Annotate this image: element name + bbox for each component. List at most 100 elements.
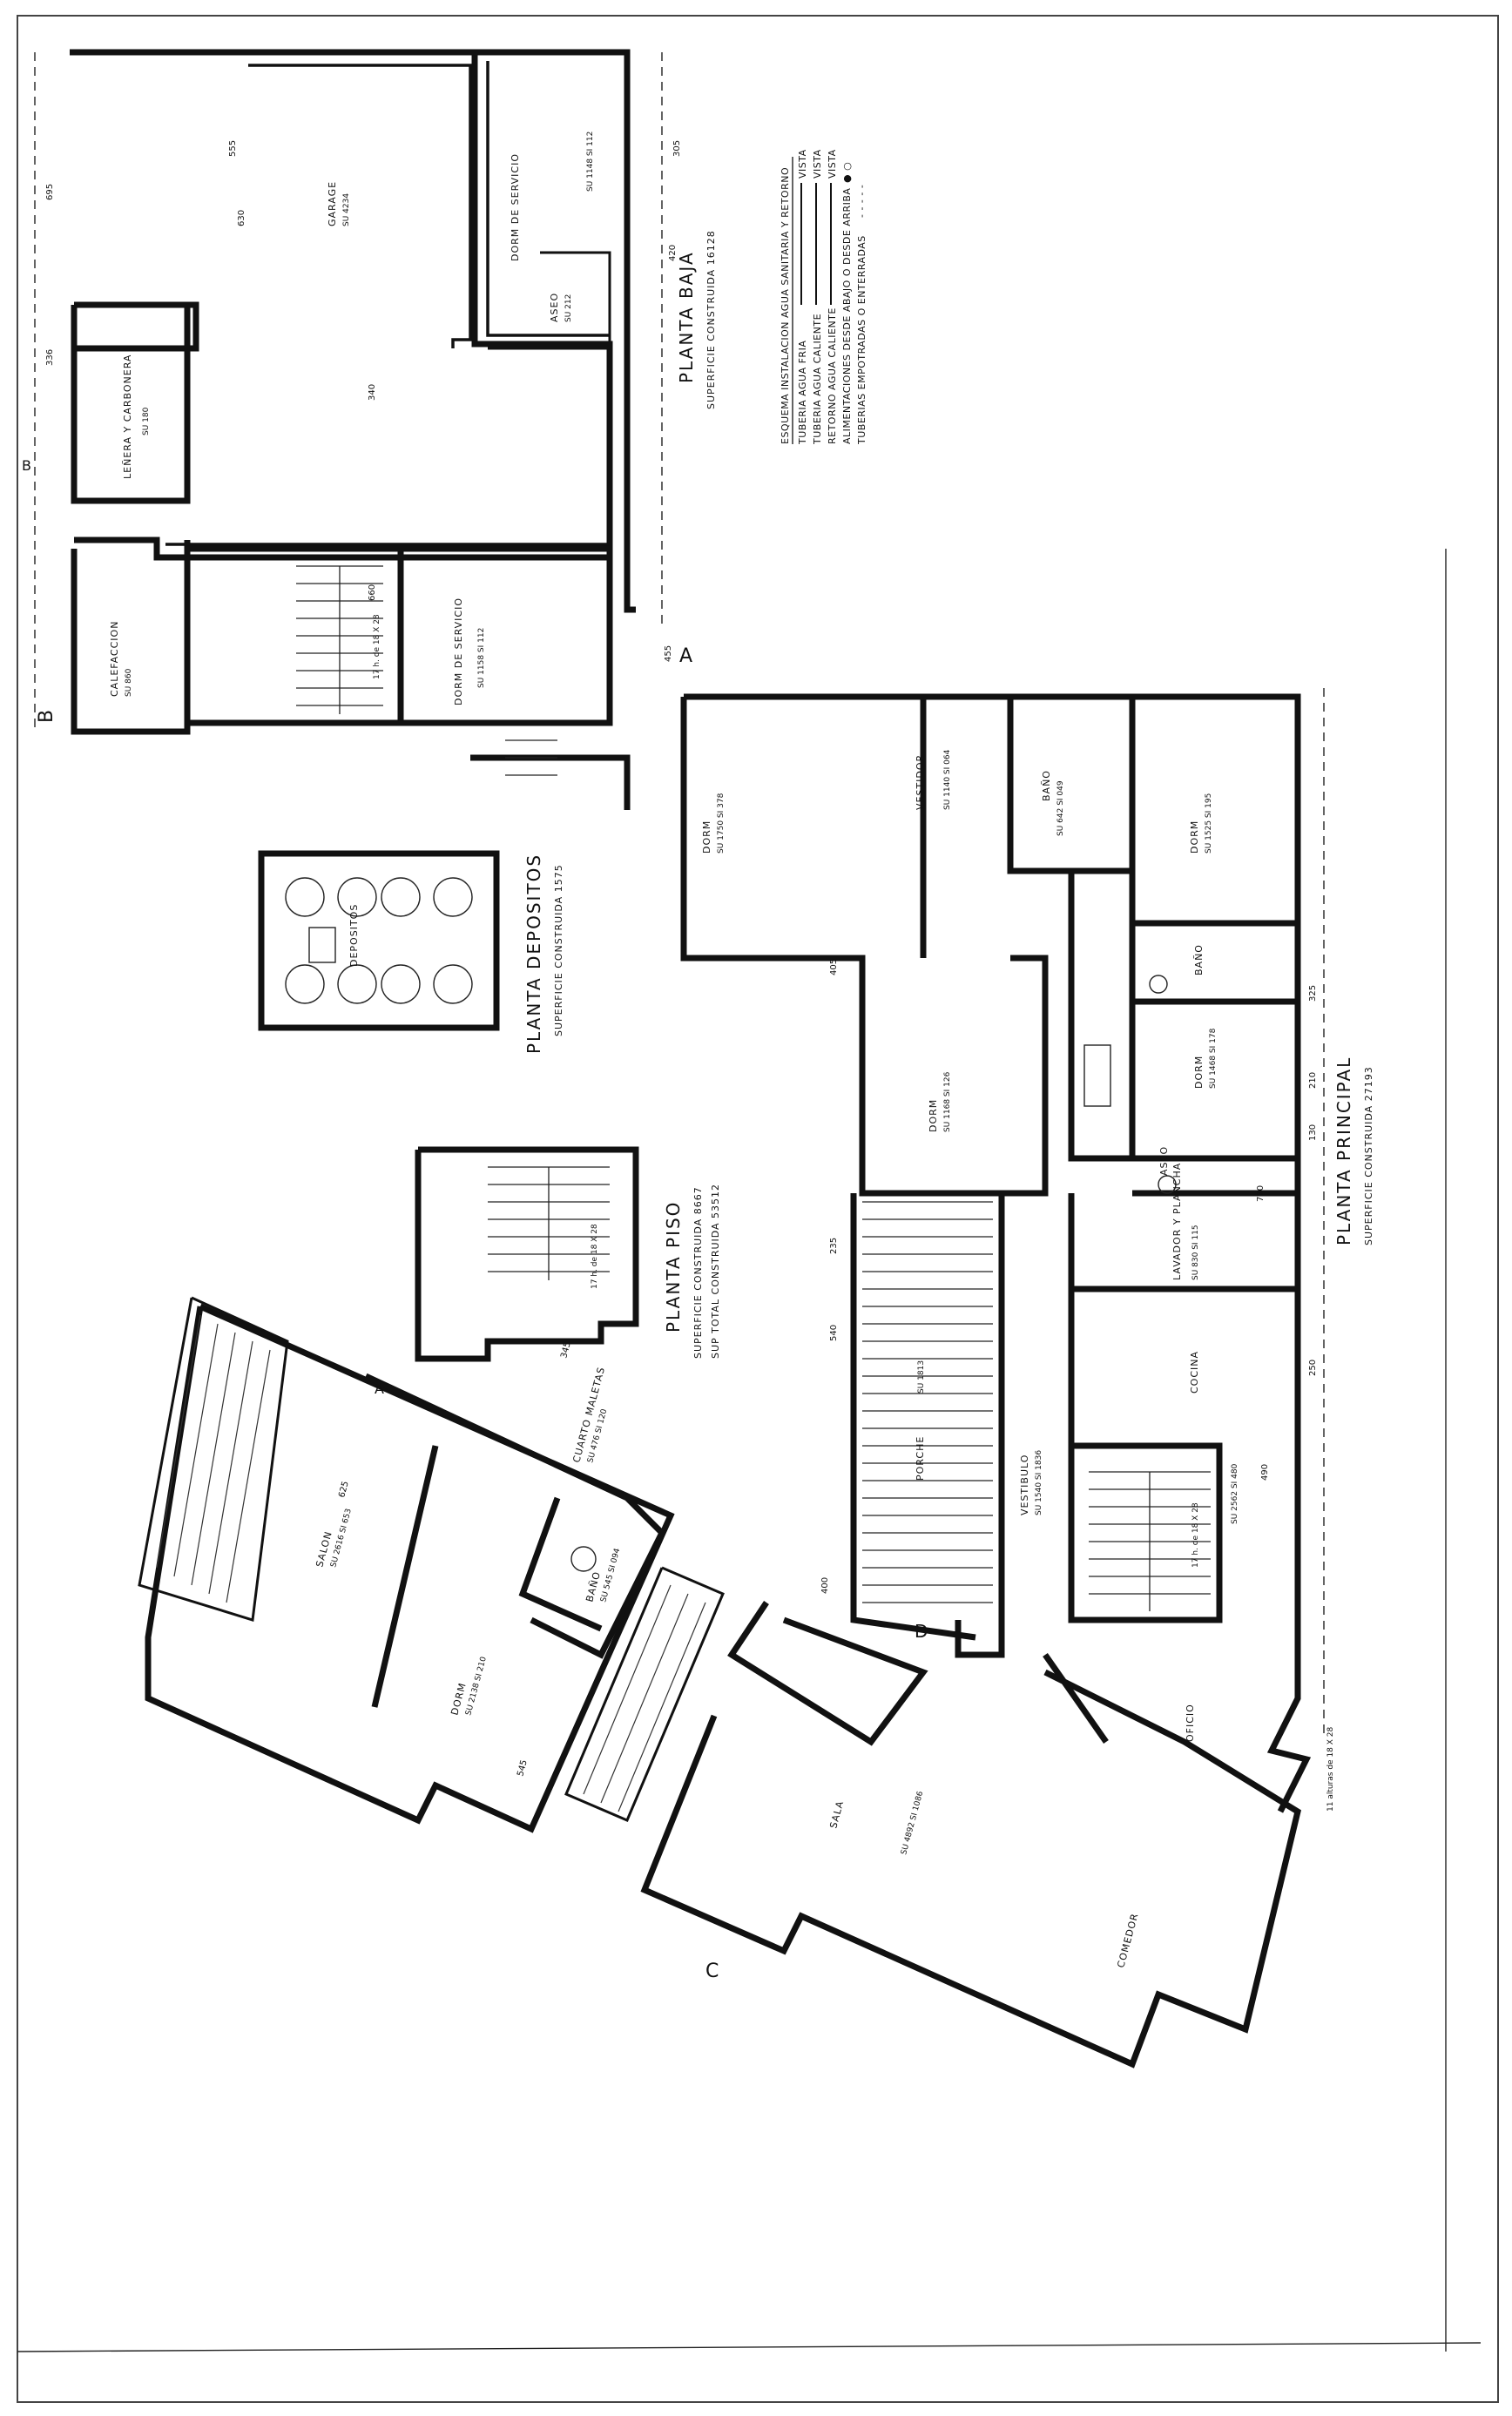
section-mark: A (375, 1380, 384, 1397)
svg-text:TUBERIA AGUA CALIENTE: TUBERIA AGUA CALIENTE (812, 314, 823, 445)
planta-piso (138, 1146, 725, 1833)
svg-text:TUBERIAS EMPOTRADAS O ENTERRAD: TUBERIAS EMPOTRADAS O ENTERRADAS (856, 235, 867, 445)
room-name: BAÑO (1041, 770, 1052, 801)
wc-fixture (1158, 1175, 1177, 1194)
dim-text: 130 (1308, 1124, 1318, 1141)
section-mark: C (705, 1960, 719, 1982)
dim-text: 325 (1308, 985, 1318, 1002)
room-name: SALA (827, 1799, 846, 1830)
room-stat: SU 1540 SI 1836 (1035, 1450, 1043, 1515)
dim-text: 405 (829, 959, 839, 975)
planta-principal (640, 688, 1325, 2068)
room-stat: SU 642 SI 049 (1056, 780, 1065, 836)
pipe-run (486, 61, 610, 337)
room-name: DORM (1189, 820, 1200, 854)
section-marks: A A B B C D (22, 457, 928, 1982)
dim-text: 455 (664, 645, 673, 662)
svg-text:ALIMENTACIONES DESDE ABAJO O D: ALIMENTACIONES DESDE ABAJO O DESDE ARRIB… (841, 188, 853, 444)
room-name: GARAGE (327, 181, 338, 226)
room-stat: SU 2138 SI 210 (464, 1656, 489, 1717)
section-mark: D (915, 1621, 928, 1642)
stair-labels: 17 h. de 18 X 28 17 h. de 18 X 28 17 h. … (373, 614, 1335, 1812)
room-name: PORCHE (915, 1436, 926, 1481)
room-stat: SU 1148 SI 112 (586, 132, 595, 192)
balcony-hatch (138, 1296, 725, 1822)
section-mark: B (22, 457, 31, 474)
dim-text: 345 (559, 1340, 573, 1359)
dim-text: 400 (820, 1577, 830, 1594)
dim-text: 336 (45, 349, 55, 366)
dim-text: 210 (1308, 1072, 1318, 1089)
room-stat: SU 1140 SI 064 (943, 749, 952, 810)
room-stat: SU 212 (564, 294, 573, 322)
room-name: ASEO (1158, 1146, 1170, 1176)
room-stat: SU 830 SI 115 (1191, 1225, 1200, 1280)
legend: ESQUEMA INSTALACION AGUA SANITARIA Y RET… (780, 149, 867, 445)
legend-item: TUBERIA AGUA FRIA VISTA (797, 149, 808, 445)
room-name: DORM DE SERVICIO (510, 153, 521, 261)
surface-planta-piso: SUPERFICIE CONSTRUIDA 8667 (692, 1186, 704, 1359)
sheet-fold-line (17, 2342, 1482, 2352)
title-planta-principal: PLANTA PRINCIPAL (1333, 1056, 1354, 1245)
svg-text:VISTA: VISTA (812, 149, 823, 179)
porche-steps (862, 1201, 993, 1603)
svg-text:VISTA: VISTA (827, 149, 838, 179)
wardrobe (1083, 1044, 1111, 1107)
surface-planta-baja: SUPERFICIE CONSTRUIDA 16128 (705, 230, 717, 409)
surface-planta-principal: SUPERFICIE CONSTRUIDA 27193 (1363, 1066, 1374, 1245)
dim-text: 490 (1260, 1464, 1270, 1481)
room-name: OFICIO (1185, 1704, 1196, 1742)
wc-fixture (570, 1546, 597, 1572)
planta-baja (34, 49, 663, 810)
sheet-border (17, 15, 1499, 2403)
wc-fixture (1149, 975, 1168, 994)
room-name: DORM (1193, 1056, 1205, 1089)
room-stat: SU 1813 (917, 1360, 926, 1394)
svg-text:● ○: ● ○ (841, 162, 853, 183)
legend-item: ALIMENTACIONES DESDE ABAJO O DESDE ARRIB… (841, 162, 853, 444)
dim-text: 340 (368, 384, 377, 401)
room-stat: SU 1468 SI 178 (1209, 1028, 1218, 1089)
surface-planta-depositos: SUPERFICIE CONSTRUIDA 1575 (553, 864, 564, 1036)
room-name: DEPOSITOS (348, 904, 360, 967)
legend-item: TUBERIAS EMPOTRADAS O ENTERRADAS - - - -… (856, 185, 867, 445)
svg-text:TUBERIA AGUA FRIA: TUBERIA AGUA FRIA (797, 341, 808, 445)
room-name: DORM (701, 820, 712, 854)
planta-depositos (258, 850, 500, 1031)
room-name: DORM (928, 1099, 939, 1132)
dim-text: 250 (1308, 1360, 1318, 1376)
room-stat: SU 545 SI 094 (599, 1547, 622, 1603)
dim-text: 695 (45, 184, 55, 200)
room-name: BAÑO (1193, 944, 1205, 975)
section-mark: B (36, 710, 57, 723)
dim-text: 660 (368, 584, 377, 601)
title-planta-depositos: PLANTA DEPOSITOS (523, 854, 544, 1054)
plan-titles: PLANTA BAJA SUPERFICIE CONSTRUIDA 16128 … (523, 230, 1374, 1359)
stair-label: 17 h. de 18 X 28 (591, 1224, 599, 1289)
title-planta-piso: PLANTA PISO (663, 1201, 684, 1333)
total-surface-planta-piso: SUP TOTAL CONSTRUIDA 53512 (710, 1184, 721, 1359)
dim-text: 235 (829, 1238, 839, 1254)
room-stat: SU 2562 SI 480 (1231, 1463, 1239, 1524)
room-stat: SU 4234 (342, 193, 351, 226)
legend-heading: ESQUEMA INSTALACION AGUA SANITARIA Y RET… (780, 167, 791, 444)
svg-text:VISTA: VISTA (797, 149, 808, 179)
dim-text: 420 (668, 245, 678, 261)
room-name: ASEO (549, 293, 560, 322)
dim-text: 630 (237, 210, 246, 226)
dim-text: 545 (516, 1758, 530, 1777)
dim-text: 625 (337, 1480, 351, 1498)
legend-item: TUBERIA AGUA CALIENTE VISTA (812, 149, 823, 445)
room-name: COCINA (1189, 1351, 1200, 1394)
room-name: LAVADOR Y PLANCHA (1171, 1163, 1183, 1280)
room-name: CALEFACCION (109, 621, 120, 697)
stair-baja (296, 565, 557, 776)
dim-text: 770 (1256, 1185, 1266, 1202)
legend-item: RETORNO AGUA CALIENTE VISTA (827, 149, 838, 444)
dim-text: 555 (228, 140, 238, 157)
stair-label: 11 alturas de 18 X 28 (1326, 1726, 1335, 1812)
room-stat: SU 4892 SI 1086 (900, 1790, 925, 1855)
room-name: COMEDOR (1115, 1912, 1140, 1969)
stair-label: 17 h. de 18 X 28 (373, 614, 381, 679)
